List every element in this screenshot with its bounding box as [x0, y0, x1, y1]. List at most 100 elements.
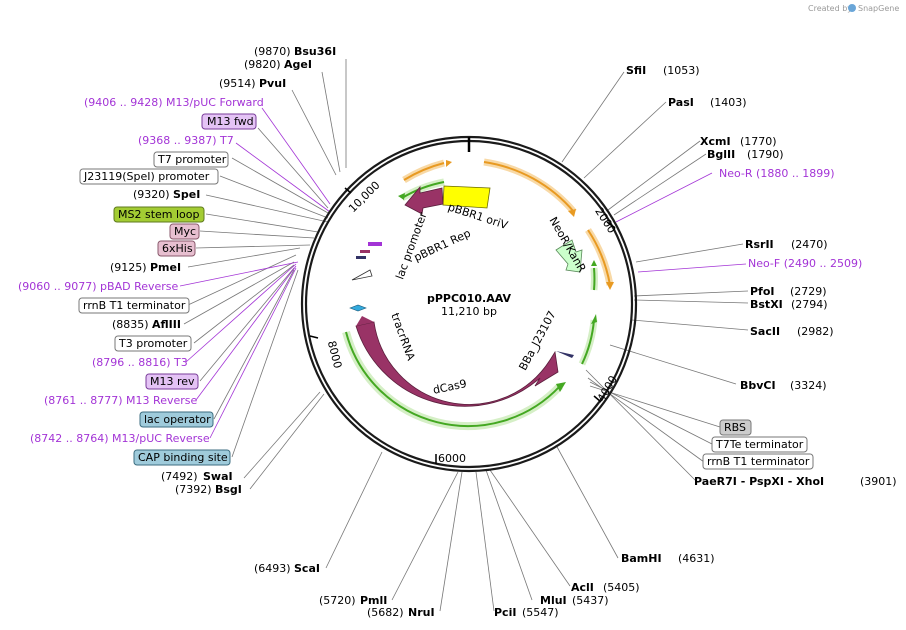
primer-leader-lines	[179, 107, 747, 439]
feature-bba-j23107: BBa_J23107	[516, 309, 574, 373]
ring-features	[342, 158, 614, 431]
site-position: (2794)	[791, 298, 828, 311]
label-text: M13 rev	[150, 375, 195, 388]
label-box	[114, 335, 192, 352]
tick-label: 6000	[438, 452, 466, 465]
site-position: (3901)	[860, 475, 897, 488]
label-box-m13-rev: M13 rev	[145, 373, 199, 390]
site-name: PmeI	[150, 261, 181, 274]
site-position: (5682)	[367, 606, 404, 619]
label-box	[78, 297, 190, 314]
label-box	[153, 151, 229, 168]
site-position: (9125)	[110, 261, 147, 274]
site-name: SfiI	[626, 64, 646, 77]
site-name: BglII	[707, 148, 735, 161]
site-name: PasI	[668, 96, 694, 109]
label-text: M13 fwd	[207, 115, 254, 128]
label-text: RBS	[724, 421, 746, 434]
site-position: (6493)	[254, 562, 291, 575]
site-position: (9514)	[219, 77, 256, 90]
label-box	[133, 449, 231, 466]
backbone	[300, 135, 638, 473]
site-name: SwaI	[203, 470, 233, 483]
label-box-ms2: MS2 stem loop	[113, 206, 205, 223]
primer-label: (9060 .. 9077) pBAD Reverse	[18, 280, 179, 293]
site-name: PvuI	[259, 77, 286, 90]
primer-label: (8761 .. 8777) M13 Reverse	[44, 394, 197, 407]
site-labels-left: (9870) Bsu36I (9820) AgeI (9514) PvuI (9…	[110, 45, 435, 619]
site-name: SacII	[750, 325, 780, 338]
site-name: RsrII	[745, 238, 774, 251]
label-text: Myc	[174, 225, 196, 238]
site-labels-right: PciI (5547) MluI (5437) AclI (5405) BamH…	[494, 64, 897, 619]
primer-label: Neo-R (1880 .. 1899)	[719, 167, 835, 180]
feature-neor-kanr: NeoR/KanR	[546, 215, 588, 275]
label-box	[113, 206, 205, 223]
site-name: BsgI	[215, 483, 242, 496]
site-name: AgeI	[284, 58, 312, 71]
primer-label: (9368 .. 9387) T7	[138, 134, 234, 147]
label-box-myc: Myc	[169, 223, 200, 240]
label-box	[145, 373, 199, 390]
label-box	[79, 168, 219, 185]
site-name: PciI	[494, 606, 516, 619]
primer-labels: (9406 .. 9428) M13/pUC Forward (9368 .. …	[18, 96, 862, 445]
site-name: BamHI	[621, 552, 662, 565]
label-box	[201, 113, 257, 130]
site-position: (2982)	[797, 325, 834, 338]
site-name: Bsu36I	[294, 45, 336, 58]
label-box	[719, 419, 752, 436]
site-name: ScaI	[294, 562, 320, 575]
site-position: (9320)	[133, 188, 170, 201]
site-position: (1053)	[663, 64, 700, 77]
site-position: (5405)	[603, 581, 640, 594]
site-name: BbvCI	[740, 379, 776, 392]
tick-label: 8000	[325, 339, 344, 369]
site-name: BstXI	[750, 298, 783, 311]
small-marks	[349, 242, 382, 312]
site-position: (4631)	[678, 552, 715, 565]
site-name: AclI	[571, 581, 594, 594]
label-text: T7Te terminator	[715, 438, 804, 451]
label-text: 6xHis	[162, 242, 193, 255]
feature-pbbr1-orivv: pBBR1 oriV	[442, 185, 510, 232]
label-text: CAP binding site	[138, 451, 228, 464]
label-box-rbs: RBS	[719, 419, 752, 436]
label-box-lac-operator: lac operator	[139, 411, 214, 428]
label-box-6xhis: 6xHis	[157, 240, 196, 257]
snapgene-logo-icon	[848, 4, 856, 12]
label-box-rrnb-right: rrnB T1 terminator	[702, 453, 814, 470]
site-position: (8835)	[112, 318, 149, 331]
label-text: J23119(SpeI) promoter	[83, 170, 210, 183]
label-text: T3 promoter	[118, 337, 188, 350]
credit-text: Created by	[808, 4, 852, 13]
label-box-t7te: T7Te terminator	[711, 436, 808, 453]
site-name: MluI	[540, 594, 567, 607]
label-text: rrnB T1 terminator	[83, 299, 186, 312]
feature-label: tracrRNA	[388, 311, 417, 362]
primer-label: (8742 .. 8764) M13/pUC Reverse	[30, 432, 210, 445]
site-position: (1403)	[710, 96, 747, 109]
site-position: (5720)	[319, 594, 356, 607]
primer-label: Neo-F (2490 .. 2509)	[748, 257, 862, 270]
label-box-cap: CAP binding site	[133, 449, 231, 466]
site-position: (9870)	[254, 45, 291, 58]
label-box	[711, 436, 808, 453]
site-position: (2729)	[790, 285, 827, 298]
label-text: rrnB T1 terminator	[707, 455, 810, 468]
label-box	[702, 453, 814, 470]
site-position: (3324)	[790, 379, 827, 392]
label-box-j23119: J23119(SpeI) promoter	[79, 168, 219, 185]
site-position: (7492)	[161, 470, 198, 483]
site-name: NruI	[408, 606, 435, 619]
plasmid-name: pPPC010.AAV	[427, 292, 511, 305]
label-box	[157, 240, 196, 257]
site-position: (5547)	[522, 606, 559, 619]
leader-lines	[183, 59, 749, 612]
label-box-t7-promoter: T7 promoter	[153, 151, 229, 168]
site-position: (5437)	[572, 594, 609, 607]
site-position: (1770)	[740, 135, 777, 148]
site-name: AflIII	[152, 318, 181, 331]
label-box	[169, 223, 200, 240]
